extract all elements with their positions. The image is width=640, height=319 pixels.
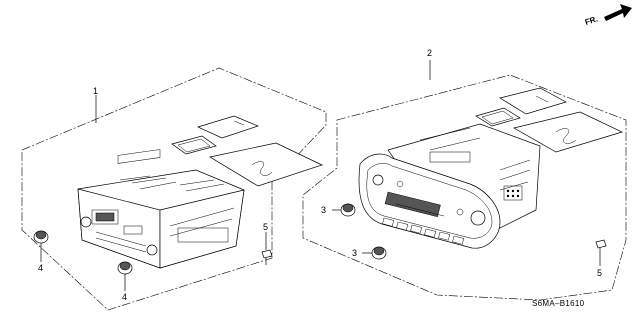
front-direction-label: FR. (584, 14, 599, 27)
knob-left-lower (117, 261, 133, 291)
faceplate-right (358, 153, 501, 249)
callout-5-left: 5 (263, 222, 268, 232)
callout-4-lower: 4 (122, 292, 127, 302)
right-assembly-boundary (302, 74, 627, 301)
callout-4-upper: 4 (38, 263, 43, 273)
faceplate-knob-hole-left (372, 174, 384, 186)
callout-1: 1 (93, 86, 98, 96)
pouch-bag-left (209, 142, 323, 187)
callout-2: 2 (427, 48, 432, 58)
front-arrow-icon (604, 4, 632, 21)
left-assembly-group: 1 (21, 67, 327, 311)
callout-5-right: 5 (597, 268, 602, 278)
diagram-code: S6MA–B1610 (532, 299, 585, 308)
instruction-card-right (475, 107, 521, 127)
knob-left-upper (33, 230, 49, 262)
faceplate-buttons (382, 217, 465, 245)
screw-left (261, 232, 273, 265)
pouch-bag-right (513, 111, 623, 153)
owner-manual-left (197, 115, 259, 139)
callout-3-lower: 3 (352, 248, 357, 258)
screw-right (595, 239, 607, 266)
callout-3-upper: 3 (321, 205, 326, 215)
left-assembly-boundary (21, 67, 327, 311)
right-assembly-group: 2 (302, 48, 627, 301)
connector-block-right (503, 185, 523, 201)
faceplate-knob-hole-right (470, 210, 486, 226)
front-direction-indicator: FR. (584, 4, 632, 27)
radio-unit-right (358, 123, 541, 249)
knob-right-upper (332, 203, 356, 217)
owner-manual-right (499, 87, 567, 115)
knob-right-lower (362, 246, 387, 260)
instruction-card-left (171, 135, 217, 155)
radio-unit-left (77, 149, 245, 269)
